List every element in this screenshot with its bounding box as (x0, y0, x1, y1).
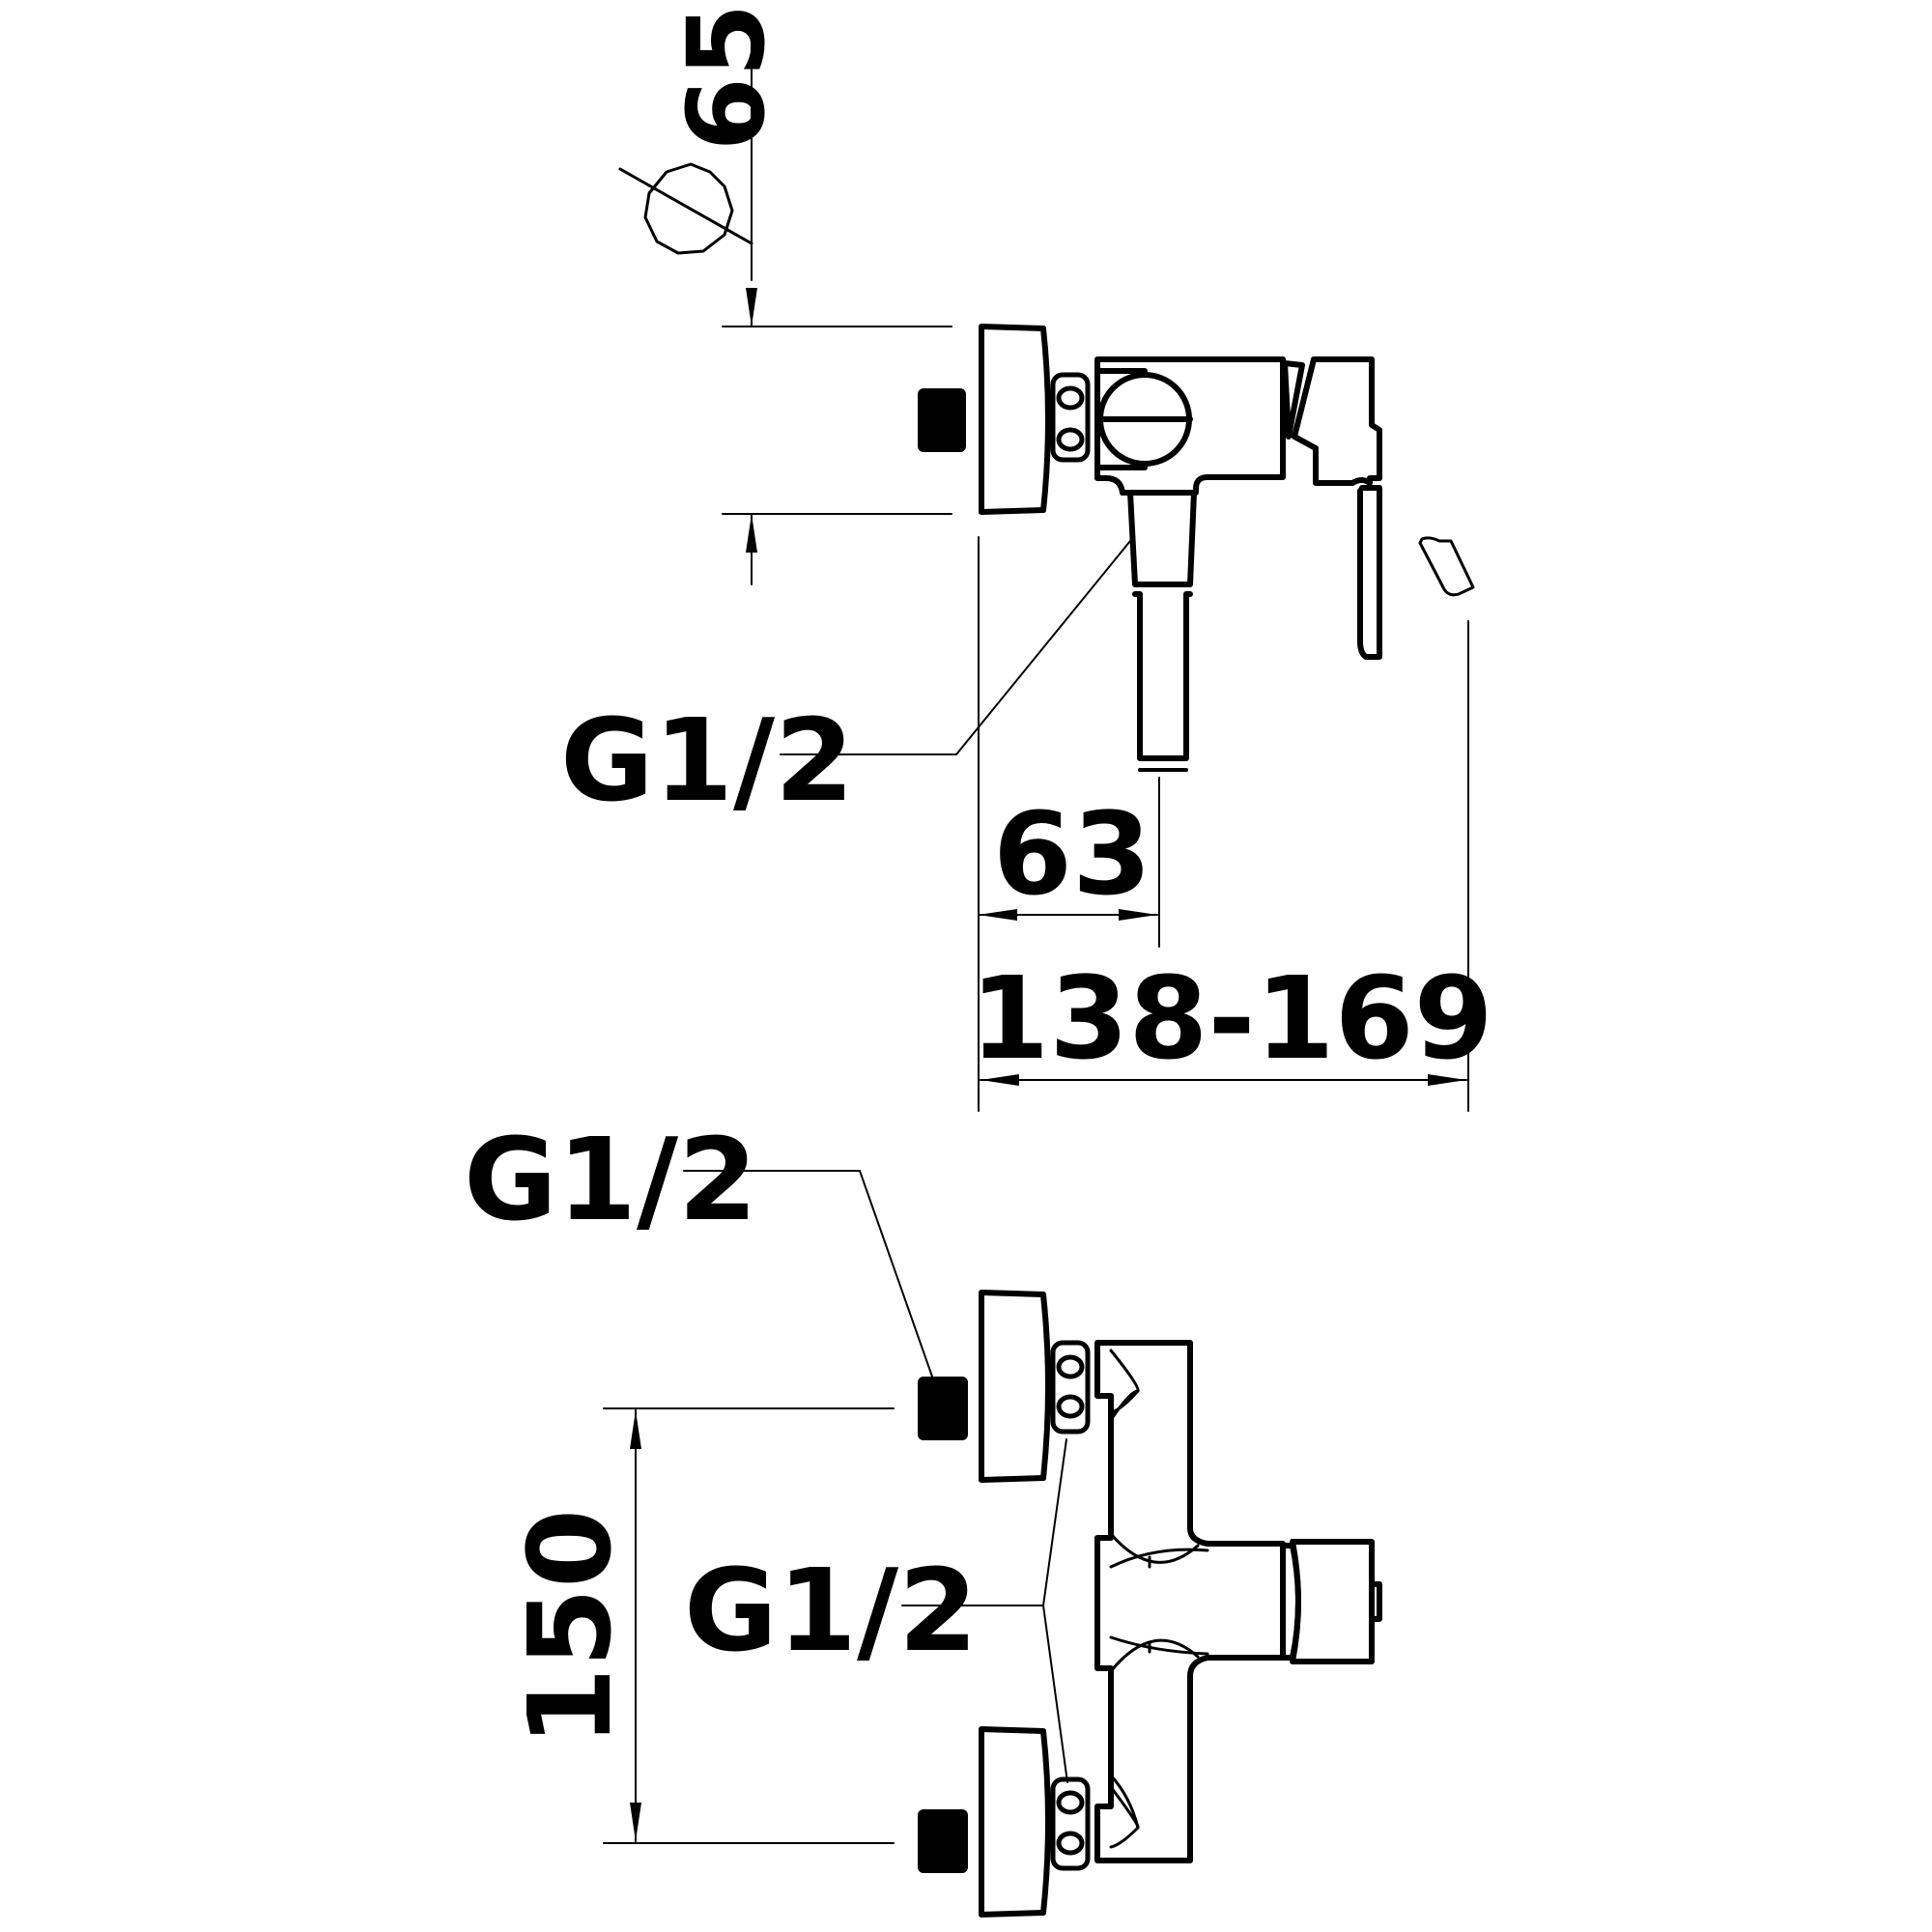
side-view (618, 16, 1475, 1112)
lever-handle (1282, 356, 1382, 660)
front-outlet-cap (1280, 1539, 1382, 1664)
projection-range-label: 138-169 (970, 952, 1493, 1085)
front-outlet-thread-label: G1/2 (464, 1113, 757, 1246)
inlet-spacing-label: 150 (503, 1509, 637, 1747)
rosette-height-label: 65 (665, 3, 788, 151)
side-outlet-thread-label: G1/2 (560, 694, 854, 827)
wall-connector (918, 388, 966, 452)
mixer-front-body (1094, 1340, 1286, 1863)
side-outlet-leader (780, 540, 1131, 755)
lower-rosette (979, 1726, 1051, 1918)
mixer-body (1094, 356, 1286, 496)
lower-nut (1050, 1776, 1091, 1871)
lower-wall-connector (918, 1809, 968, 1873)
upper-wall-connector (918, 1377, 968, 1440)
outlet-spout (1127, 490, 1197, 761)
outlet-offset-label: 63 (993, 787, 1151, 921)
horizontal-dimensions (978, 536, 1469, 1112)
diameter-symbol (618, 162, 753, 255)
front-inlets-leader-lower (1042, 1605, 1068, 1783)
rosette (979, 324, 1051, 515)
front-inlets-thread-label: G1/2 (684, 1544, 978, 1677)
upper-rosette (979, 1290, 1051, 1483)
front-view (603, 1170, 1382, 1918)
upper-nut (1050, 1340, 1091, 1435)
front-outlet-leader (683, 1170, 933, 1378)
connection-nut (1050, 372, 1091, 463)
rosette-height-dimension (722, 16, 952, 585)
lever-alt-position (1418, 536, 1475, 597)
inlet-spacing-dimension (603, 1407, 895, 1844)
